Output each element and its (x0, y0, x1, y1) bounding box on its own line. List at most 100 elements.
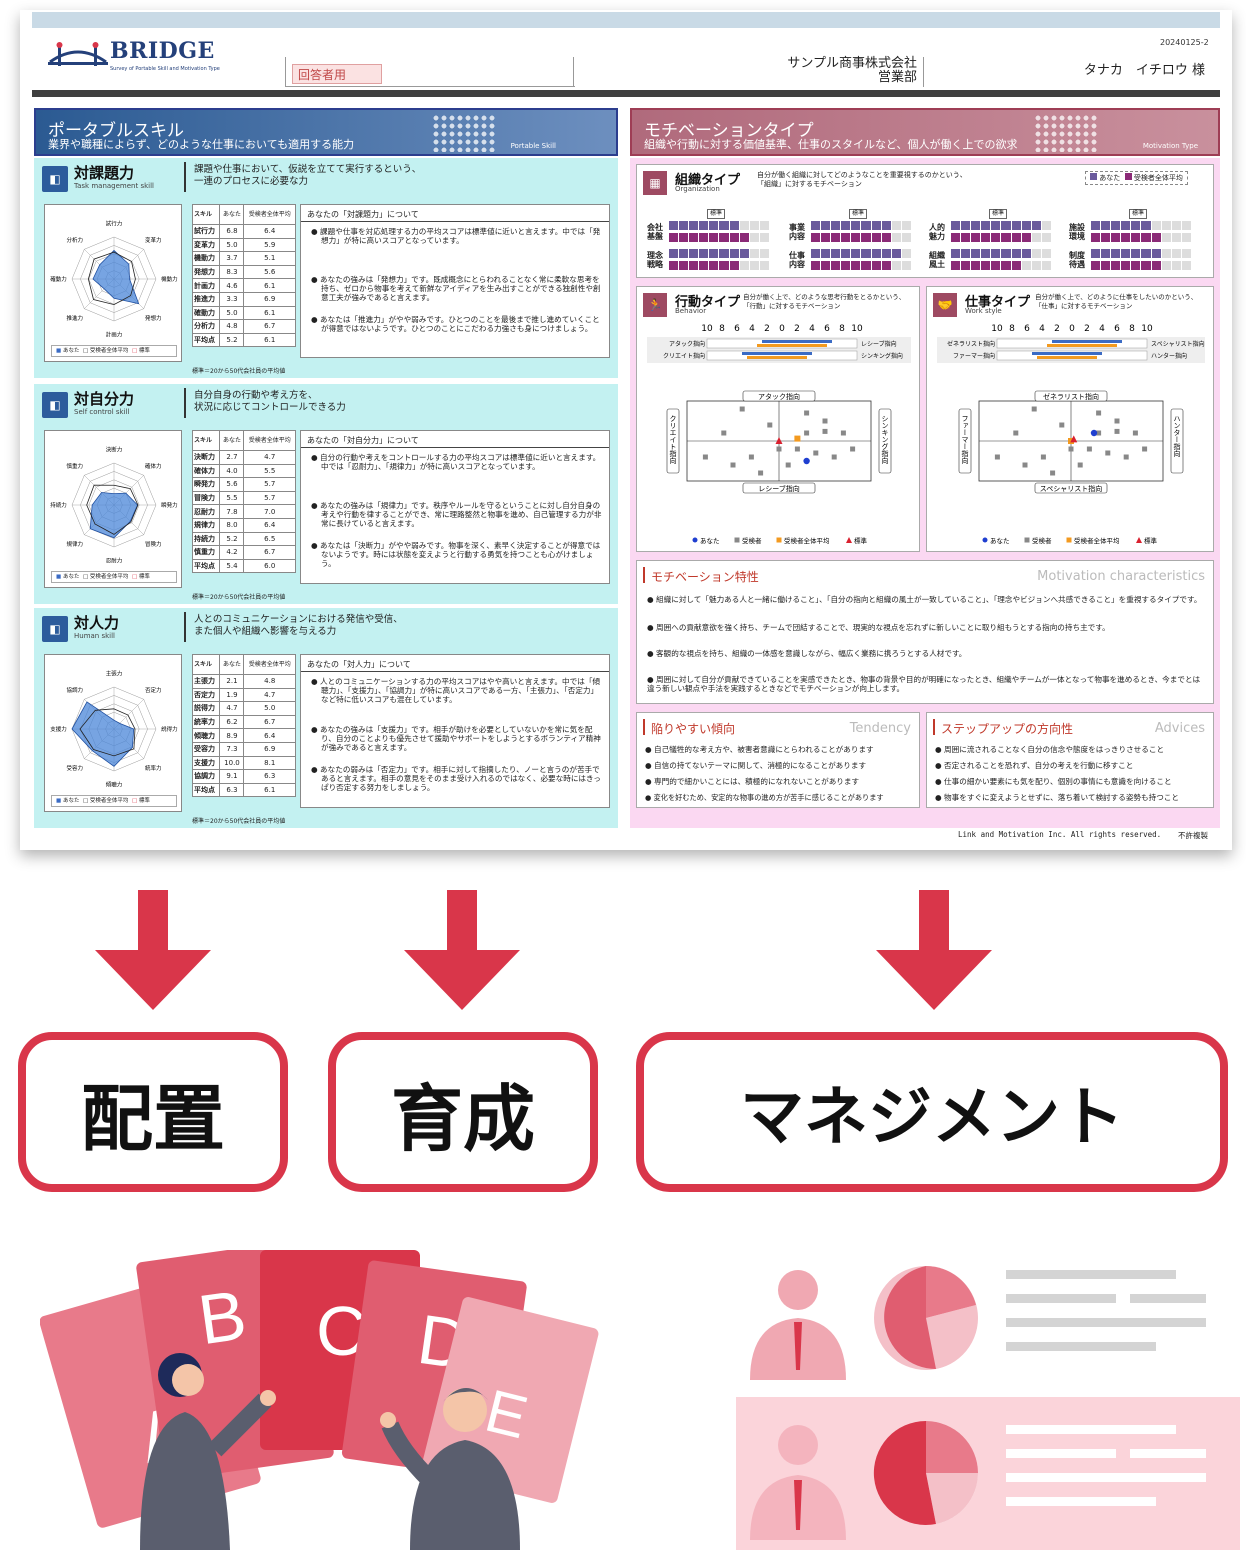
legend-avg-label: 受検者全体平均 (1133, 174, 1183, 182)
org-bar-cell (1101, 233, 1111, 242)
scatter-examinee-point (1059, 422, 1065, 428)
quadrant-right-label: シンキング指向 (881, 415, 889, 464)
footer-copyright: Link and Motivation Inc. All rights rese… (958, 830, 1162, 839)
scale-tick: 2 (794, 324, 800, 334)
col-skill: スキル (191, 654, 221, 675)
org-bar-cell (951, 249, 961, 258)
work-type-en: Work style (965, 307, 1002, 315)
scatter-examinee-point (831, 454, 837, 460)
characteristics-en: Motivation characteristics (1037, 569, 1205, 584)
table-cell: 6.9 (243, 741, 296, 757)
behavior-desc-line: 自分が働く上で、どのような思考行動をとるかという、 (743, 293, 906, 301)
bar-you (762, 340, 832, 343)
org-bar (1091, 261, 1191, 270)
down-arrow-icon (876, 890, 992, 1010)
table-cell: 確動力 (191, 305, 221, 321)
radar-legend: ■ あなた □ 受検者全体平均 □ 標準 (51, 345, 177, 357)
scatter-examinee-point (804, 410, 810, 416)
characteristic-item: 組織に対して「魅力ある人と一緒に働けること」、「自分の指向と組織の風土が一致して… (647, 595, 1207, 604)
org-bar-cell (821, 233, 831, 242)
header-top-bar (32, 12, 1220, 28)
org-bar-group: 標準人的魅力組織風土 (927, 209, 1067, 275)
bar-avg (1037, 356, 1097, 359)
bridge-logo: BRIDGE Survey of Portable Skill and Moti… (48, 38, 228, 80)
table-cell: 5.5 (219, 490, 245, 506)
table-cell: 機動力 (191, 251, 221, 266)
org-bar-cell (699, 233, 709, 242)
org-bar-cell (991, 233, 1001, 242)
org-bar-cell (729, 221, 739, 230)
scale-tick: 6 (734, 324, 740, 334)
quadrant-bottom-label: レシーブ指向 (758, 484, 800, 493)
table-cell: 推進力 (191, 291, 221, 307)
scatter-examinee-point (1096, 410, 1102, 416)
scatter-examinee-point (1050, 470, 1056, 476)
quadrant-left-label-box (666, 408, 680, 474)
radar-axis-label: 決断力 (106, 446, 123, 454)
legend-marker (1024, 537, 1030, 543)
org-bar-cell (759, 221, 769, 230)
org-label: 人的魅力 (929, 223, 945, 241)
skill-en: Human skill (74, 632, 116, 640)
motivation-type-header: モチベーションタイプ 組織や行動に対する価値基準、仕事のスタイルなど、個人が働く… (630, 108, 1220, 156)
logo-text: BRIDGE (110, 38, 215, 64)
org-bar-cell (901, 233, 911, 242)
org-bar-cell (689, 221, 699, 230)
skill-desc-line: 人とのコミュニケーションにおける発信や受信、 (194, 614, 403, 625)
org-bar-cell (1131, 233, 1141, 242)
table-cell: 支援力 (191, 755, 221, 771)
org-bar-cell (811, 233, 821, 242)
scatter-examinee-point (804, 430, 810, 436)
radar-chart: 試行力変革力機動力発想力計画力推進力確動力分析力 ■ あなた □ 受検者全体平均… (44, 204, 182, 362)
scatter-examinee-point (1123, 454, 1129, 460)
org-bar-cell (729, 233, 739, 242)
scatter-examinee-point (1040, 454, 1046, 460)
scale-tick: 10 (1141, 324, 1153, 334)
bar-avg (757, 344, 827, 347)
table-cell: 8.0 (219, 517, 245, 533)
skill-desc: 人とのコミュニケーションにおける発信や受信、また個人や組織へ影響を与える力 (194, 614, 403, 638)
table-cell: 5.2 (219, 531, 245, 547)
org-bar-cell (1031, 261, 1041, 270)
org-bar-cell (1041, 221, 1051, 230)
org-bar-cell (1011, 261, 1021, 270)
table-cell: 4.6 (219, 278, 245, 293)
legend-avg-icon: □ (82, 798, 89, 804)
table-cell: 6.5 (243, 531, 296, 547)
table-cell: 計画力 (191, 278, 221, 293)
comment-item: 人とのコミュニケーションする力の平均スコアはやや高いと言えます。中では「傾聴力」… (311, 677, 603, 704)
org-bar-cell (1161, 233, 1171, 242)
avg-label: 平均点 (191, 558, 221, 574)
scale-tick: 8 (1129, 324, 1135, 334)
tendency-item: 専門的で細かいことには、積極的になれないことがあります (645, 777, 859, 786)
org-bar-cell (971, 221, 981, 230)
legend-std-icon: □ (131, 574, 138, 580)
col-avg: 受検者全体平均 (243, 430, 296, 451)
std-label: 標準 (707, 209, 726, 219)
org-bar-cell (1111, 221, 1121, 230)
bar-track (706, 350, 858, 361)
org-bar-cell (831, 233, 841, 242)
motivation-title: モチベーションタイプ (644, 121, 814, 141)
radar-legend: ■ あなた □ 受検者全体平均 □ 標準 (51, 795, 177, 807)
skill-name: 対自分力 (74, 390, 135, 408)
org-bar-cell (881, 233, 891, 242)
org-type-en: Organization (675, 185, 720, 193)
org-bar-cell (1111, 249, 1121, 258)
table-cell: 持続力 (191, 531, 221, 547)
scale-tick: 4 (809, 324, 815, 334)
table-cell: 6.1 (243, 278, 296, 293)
table-cell: 8.9 (219, 728, 245, 743)
quadrant-left-label-box (958, 408, 972, 474)
bridge-logo-icon (48, 42, 108, 66)
characteristic-item: 周囲に対して自分が貢献できていることを実感できたとき、物事の背景や目的が明確にな… (647, 675, 1207, 693)
org-bar-cell (749, 249, 759, 258)
legend-avg-icon: □ (82, 348, 89, 354)
org-bar-cell (1031, 221, 1041, 230)
org-bar-cell (1121, 233, 1131, 242)
org-bar (669, 221, 769, 230)
org-bar-cell (709, 221, 719, 230)
